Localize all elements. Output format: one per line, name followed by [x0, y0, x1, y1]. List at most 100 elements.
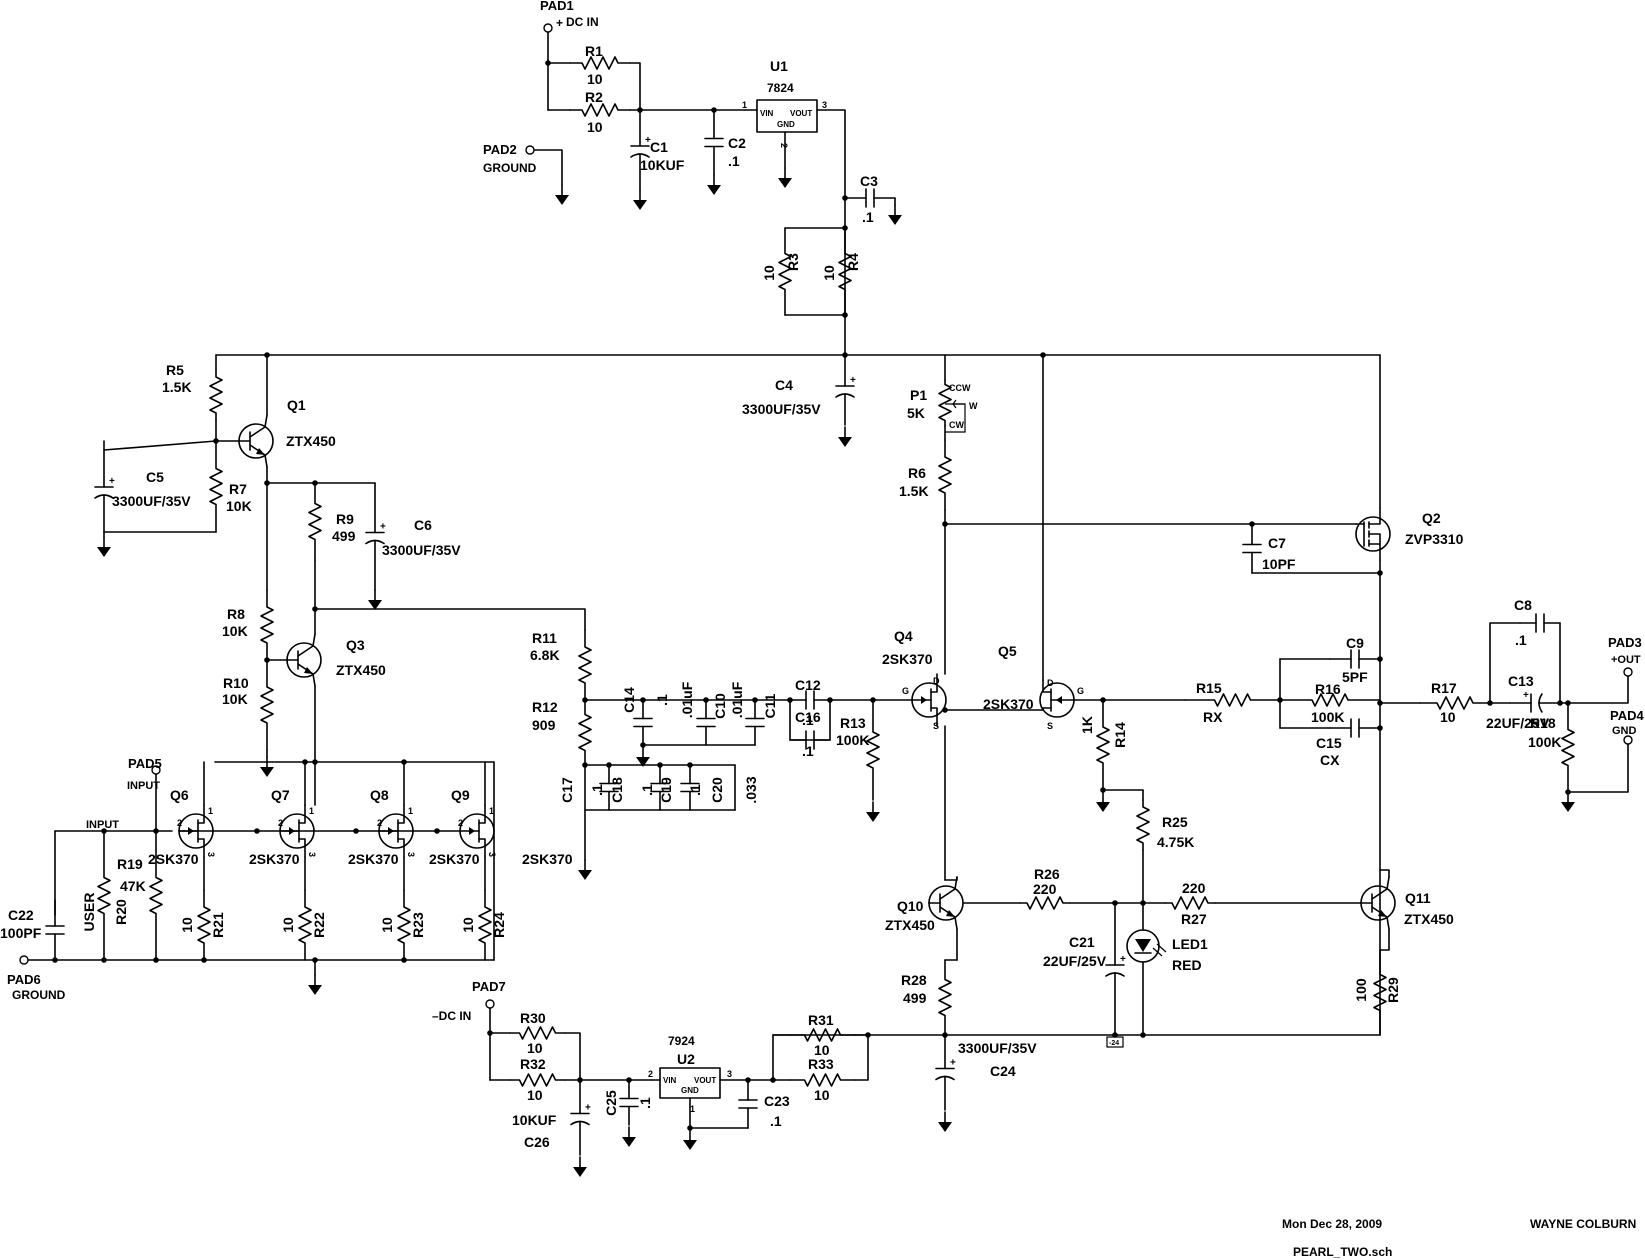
r14-ref: R14: [1112, 722, 1128, 748]
q7-pin2: 2: [278, 818, 283, 828]
ground-icon: [555, 195, 569, 205]
r29-ref: R29: [1385, 977, 1401, 1003]
junction-dot: [434, 828, 440, 834]
resistor-icon: [1164, 896, 1216, 910]
r30-ref: R30: [520, 1010, 546, 1026]
r3-value: 10: [761, 265, 777, 281]
c4-value: 3300UF/35V: [742, 401, 821, 417]
r9-ref: R9: [336, 511, 354, 527]
ground-symbol: [97, 536, 111, 557]
resistor-icon: [866, 699, 880, 801]
r7-ref: R7: [229, 481, 247, 497]
capacitor-c20: [680, 764, 700, 811]
resistor-r9: [308, 482, 322, 561]
resistor-r33: [789, 1073, 856, 1087]
p1-ref: P1: [910, 387, 927, 403]
resistor-r15: [1184, 693, 1281, 707]
r22-value: 10: [280, 917, 296, 933]
capacitor-c7: [1242, 523, 1262, 574]
q9-pin3: 3: [487, 852, 497, 857]
capacitor-c23: [738, 1079, 758, 1129]
resistor-icon: [569, 103, 631, 117]
c25-ref: C25: [603, 1090, 619, 1116]
q6-ref: Q6: [170, 787, 189, 803]
wiper-arrow-icon: [951, 399, 965, 409]
pad5-ref: PAD5: [128, 756, 162, 771]
capacitor-c14: [633, 699, 653, 746]
r14-value: 1K: [1079, 716, 1095, 734]
resistor-icon: [97, 830, 111, 961]
r33-ref: R33: [808, 1056, 834, 1072]
capacitor-c3: [844, 188, 896, 208]
ground-icon: [578, 870, 592, 880]
jfet-source: [397, 838, 405, 858]
ground-icon: [838, 437, 852, 447]
resistor-icon: [209, 369, 223, 421]
r5-ref: R5: [166, 362, 184, 378]
capacitor-c10: [696, 699, 716, 746]
capacitor-c22: [45, 899, 65, 961]
q5-g: G: [1077, 686, 1084, 696]
ground-symbol: [622, 1126, 636, 1147]
resistor-r22: [298, 889, 312, 961]
ground-symbol: [707, 174, 721, 195]
resistor-r27: [1164, 896, 1216, 910]
polarity-mark: +: [585, 1103, 591, 1114]
pad3-ref: PAD3: [1608, 635, 1642, 650]
jfet-drain-source: [1042, 679, 1052, 711]
u2-pin1: 1: [690, 1104, 695, 1114]
resistor-r32: [509, 1073, 566, 1087]
c7-value: 10PF: [1262, 556, 1296, 572]
r19-ref: R19: [117, 856, 143, 872]
wire: [854, 1034, 869, 1081]
polarity-mark: +: [109, 476, 115, 487]
r6-value: 1.5K: [899, 483, 929, 499]
c8-value: .1: [1515, 632, 1527, 648]
ground-symbol: [866, 801, 880, 822]
resistor-icon: [260, 659, 274, 751]
resistor-r7: [209, 440, 223, 533]
pad6: [19, 955, 29, 965]
resistor-icon: [1419, 696, 1491, 710]
jfet-drain: [397, 804, 405, 824]
resistor-icon: [1184, 693, 1281, 707]
emitter-arrow-icon: [304, 667, 313, 674]
resistor-icon: [509, 1073, 566, 1087]
transistor-collector: [249, 414, 268, 438]
jfet-source: [197, 838, 205, 858]
c10-value: .01uF: [679, 681, 695, 718]
c18-ref: C18: [609, 777, 625, 803]
junction-dot: [254, 828, 260, 834]
net-label-input: INPUT: [86, 819, 119, 831]
c20-ref: C20: [709, 777, 725, 803]
c8-ref: C8: [1514, 597, 1532, 613]
led-led1: [1126, 929, 1167, 963]
resistor-icon: [1373, 949, 1387, 1036]
junction-dot: [1140, 1032, 1146, 1038]
pad4-label: GND: [1612, 725, 1637, 737]
polarity-mark: +: [1120, 954, 1126, 965]
u1-pin1: 1: [742, 100, 747, 110]
r23-value: 10: [379, 917, 395, 933]
q8-value: 2SK370: [348, 851, 399, 867]
r9-value: 499: [332, 528, 356, 544]
r28-ref: R28: [901, 972, 927, 988]
r15-value: RX: [1203, 709, 1223, 725]
pad-icon: [543, 23, 553, 33]
c11-ref: C11: [762, 693, 778, 718]
c16-value: .1: [802, 743, 814, 759]
wire: [944, 876, 958, 881]
r2-value: 10: [587, 119, 603, 135]
transistor-collector: [939, 876, 958, 900]
r20-value: USER: [81, 893, 97, 932]
ground-symbol: [1096, 791, 1110, 812]
pad6-ref: PAD6: [7, 972, 41, 987]
ground-icon: [622, 1137, 636, 1147]
c25-value: .1: [637, 1097, 653, 1109]
pad7-label: –DC IN: [432, 1009, 471, 1023]
q4-s: S: [933, 721, 939, 731]
ground-symbol: [838, 426, 852, 447]
r18-ref: R18: [1530, 715, 1556, 731]
r17-ref: R17: [1431, 680, 1457, 696]
r1-value: 10: [587, 71, 603, 87]
